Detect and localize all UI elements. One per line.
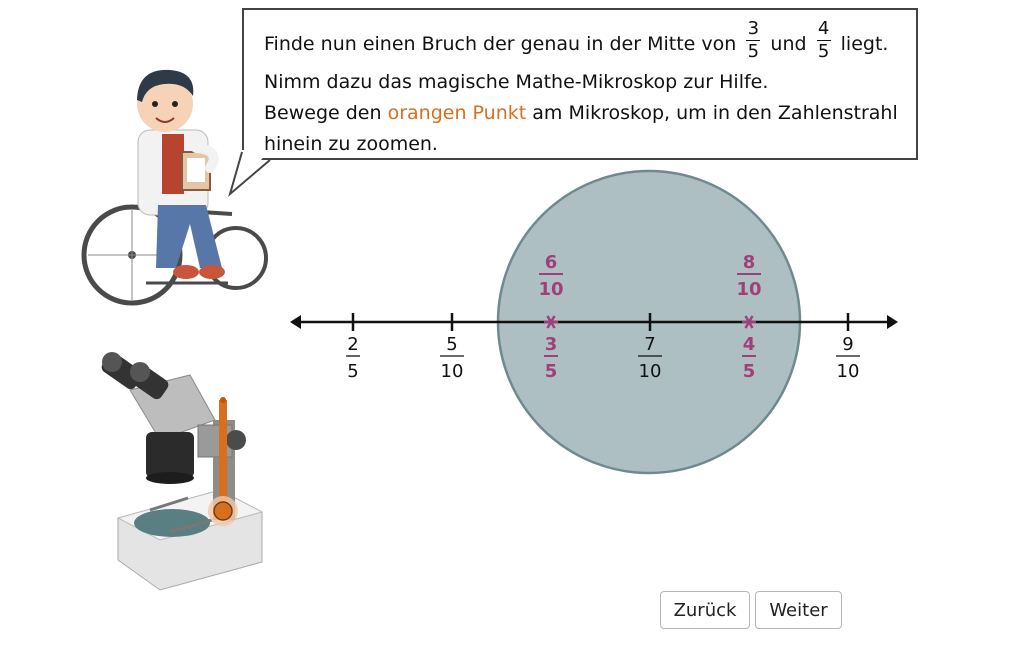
fraction-numerator: 2: [347, 334, 358, 355]
tick-label: 910: [836, 334, 860, 382]
fraction-numerator: 4: [743, 334, 756, 355]
microscope-icon: [101, 352, 264, 591]
fraction-denominator: 5: [747, 41, 760, 62]
tick-label: 710: [638, 334, 662, 382]
fraction-numerator: 7: [644, 334, 655, 355]
fraction-denominator: 5: [817, 41, 830, 62]
fraction-four-fifths: 4 5: [816, 18, 831, 63]
instruction-text: und: [770, 33, 807, 55]
tick-marks: [351, 313, 850, 331]
next-button[interactable]: Weiter: [755, 591, 842, 629]
tick-label: 25: [346, 334, 360, 382]
instruction-text: Finde nun einen Bruch der genau in der M…: [264, 33, 737, 55]
back-button[interactable]: Zurück: [660, 591, 750, 629]
star-marker-icon: [742, 315, 756, 329]
star-marker-icon: [544, 315, 558, 329]
instruction-bubble: Finde nun einen Bruch der genau in der M…: [242, 8, 918, 160]
fraction-denominator: 10: [639, 361, 662, 382]
bubble-tail: [228, 150, 271, 197]
zoom-slider[interactable]: [208, 397, 238, 526]
fraction-denominator: 10: [441, 361, 464, 382]
highlight-label-below: 35: [544, 334, 558, 382]
fraction-numerator: 6: [545, 252, 558, 273]
highlight-label-below: 45: [742, 334, 756, 382]
instruction-text: am Mikroskop, um in den Zahlenstrahl: [532, 102, 898, 124]
fraction-numerator: 3: [747, 18, 760, 39]
fraction-denominator: 5: [545, 361, 558, 382]
fraction-denominator: 10: [538, 279, 563, 300]
orange-dot-handle[interactable]: [213, 501, 233, 521]
fraction-three-fifths: 3 5: [746, 18, 761, 63]
fraction-denominator: 5: [347, 361, 358, 382]
fraction-numerator: 8: [743, 252, 756, 273]
fraction-numerator: 9: [842, 334, 853, 355]
arrow-left-icon: [290, 315, 301, 329]
fraction-denominator: 10: [837, 361, 860, 382]
fraction-denominator: 10: [736, 279, 761, 300]
fraction-numerator: 3: [545, 334, 558, 355]
instruction-line-4: hinein zu zoomen.: [264, 133, 438, 155]
orange-dot-highlight-text: orangen Punkt: [387, 102, 527, 124]
instruction-line-2: Nimm dazu das magische Mathe-Mikroskop z…: [264, 71, 769, 93]
fraction-numerator: 4: [817, 18, 830, 39]
arrow-right-icon: [887, 315, 898, 329]
instruction-text: Bewege den: [264, 102, 382, 124]
fraction-denominator: 5: [743, 361, 756, 382]
highlight-label-above: 810: [736, 252, 761, 300]
instruction-line-1: Finde nun einen Bruch der genau in der M…: [264, 18, 898, 67]
tick-label: 510: [440, 334, 464, 382]
instruction-line-3: Bewege den orangen Punkt am Mikroskop, u…: [264, 98, 898, 129]
highlight-label-above: 610: [538, 252, 563, 300]
character-icon: [81, 69, 268, 306]
number-line: [290, 315, 898, 329]
instruction-text: liegt.: [840, 33, 889, 55]
fraction-numerator: 5: [446, 334, 457, 355]
